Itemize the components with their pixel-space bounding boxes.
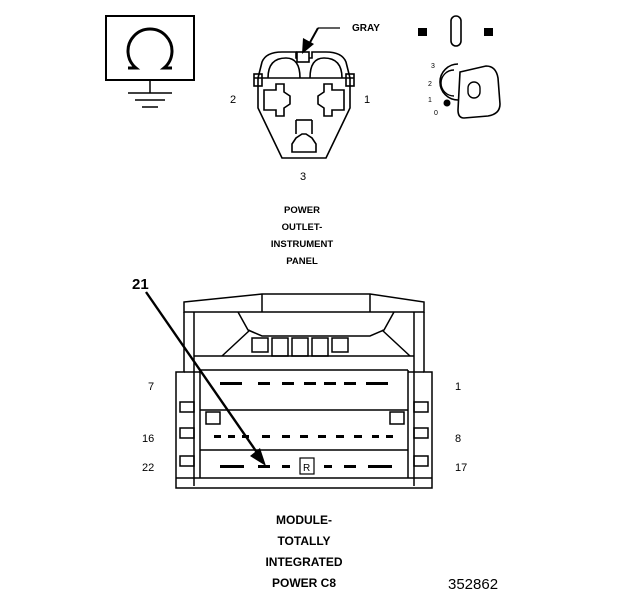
module-pin-label-17: 17 <box>455 462 467 474</box>
key-position-2: 2 <box>428 81 432 88</box>
key-position-icon <box>418 15 501 119</box>
module-title-line: MODULE- <box>276 513 332 527</box>
outlet-title-line: POWER <box>284 205 320 216</box>
module-title: MODULE- TOTALLY INTEGRATED POWER C8 <box>265 513 342 590</box>
outlet-pin-label-2: 2 <box>230 94 236 106</box>
module-cavity-row-1 <box>220 382 388 385</box>
outlet-title-line: INSTRUMENT <box>271 239 333 250</box>
key-position-1: 1 <box>428 97 432 104</box>
module-pin-label-1: 1 <box>455 381 461 393</box>
callout-number: 21 <box>132 276 149 293</box>
module-pin-label-7: 7 <box>148 381 154 393</box>
callout-arrow-icon <box>145 291 266 466</box>
figure-number: 352862 <box>448 576 498 593</box>
outlet-title-line: PANEL <box>286 256 318 267</box>
gray-pointer-arrow-icon <box>302 27 340 54</box>
module-cavity-row-2 <box>214 435 393 438</box>
gray-label: GRAY <box>352 23 380 34</box>
key-position-3: 3 <box>431 63 435 70</box>
outlet-pin-label-1: 1 <box>364 94 370 106</box>
module-cavity-row-3 <box>220 457 392 475</box>
module-pin-label-22: 22 <box>142 462 154 474</box>
power-outlet-connector <box>253 51 355 159</box>
outlet-title: POWER OUTLET- INSTRUMENT PANEL <box>271 205 333 267</box>
ground-symbol-icon <box>105 15 195 108</box>
module-connector <box>175 293 433 489</box>
module-pin-label-8: 8 <box>455 433 461 445</box>
outlet-title-line: OUTLET- <box>282 222 323 233</box>
module-pin-label-16: 16 <box>142 433 154 445</box>
module-title-line: TOTALLY <box>277 534 330 548</box>
key-position-0: 0 <box>434 110 438 117</box>
cavity-mark-r: R <box>303 463 310 474</box>
outlet-pin-label-3: 3 <box>300 171 306 183</box>
module-title-line: POWER C8 <box>272 576 336 590</box>
module-title-line: INTEGRATED <box>265 555 342 569</box>
